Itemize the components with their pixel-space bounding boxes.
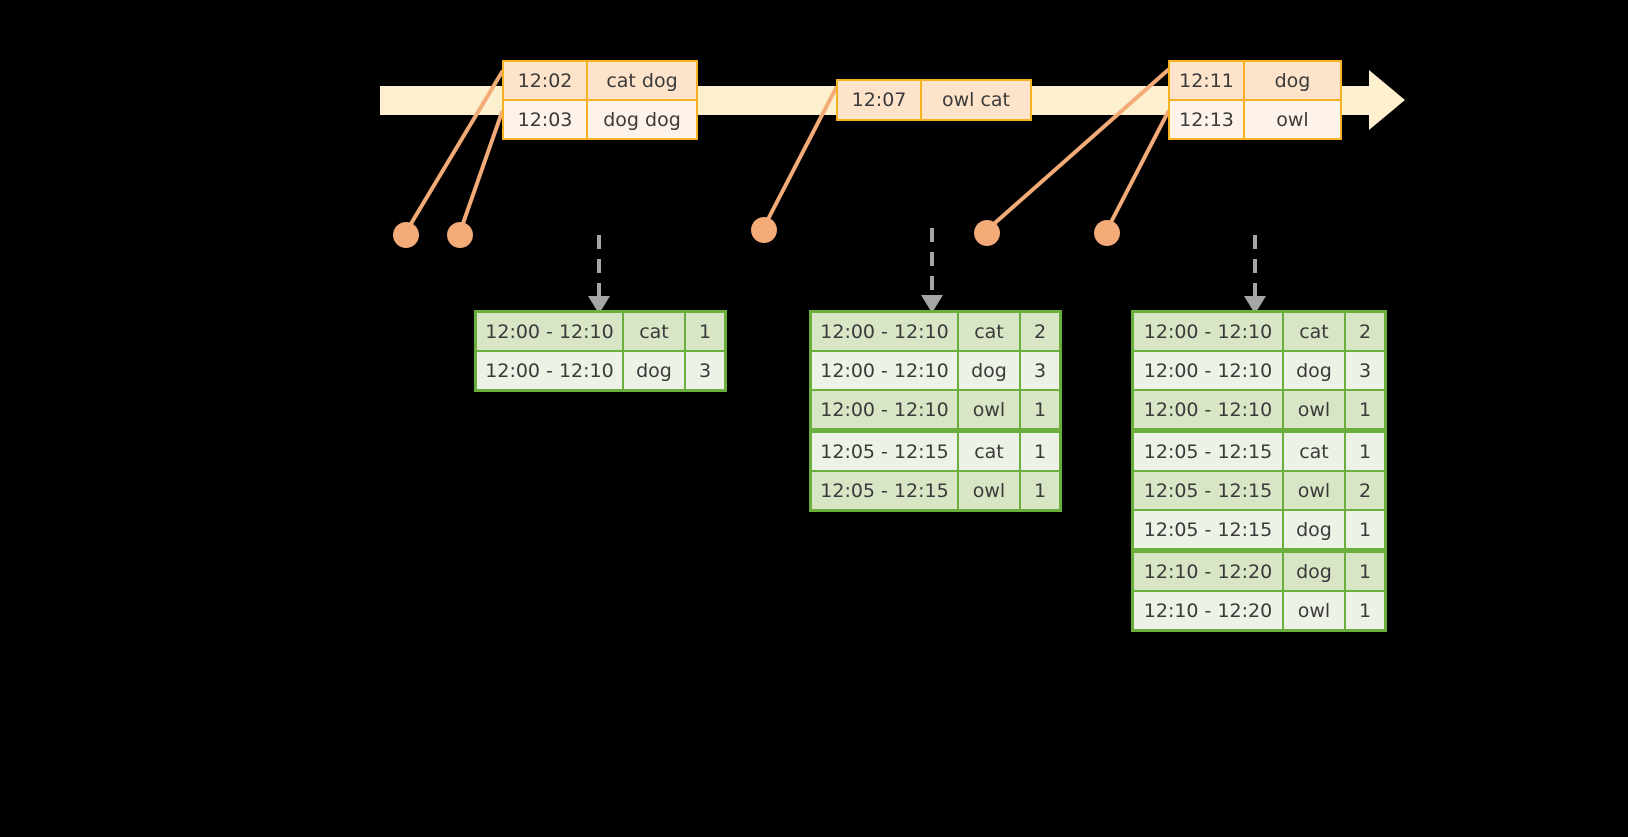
arrow-stem xyxy=(597,235,601,297)
cell-count: 1 xyxy=(1019,391,1059,428)
cell-window: 12:00 - 12:10 xyxy=(812,313,957,350)
cell-key: dog xyxy=(1282,553,1344,590)
timeline-event-box-3: 12:11 dog 12:13 owl xyxy=(1168,60,1342,140)
cell-key: cat xyxy=(622,313,684,350)
cell-window: 12:00 - 12:10 xyxy=(812,391,957,428)
timeline-arrowhead-icon xyxy=(1369,70,1405,130)
record-dot-4 xyxy=(974,220,1000,246)
emit-arrow-3 xyxy=(1244,235,1266,314)
cell-window: 12:00 - 12:10 xyxy=(1134,352,1282,389)
record-dot-5 xyxy=(1094,220,1120,246)
cell-window: 12:00 - 12:10 xyxy=(1134,391,1282,428)
cell-window: 12:10 - 12:20 xyxy=(1134,592,1282,629)
cell-count: 1 xyxy=(1344,592,1384,629)
cell-count: 1 xyxy=(1344,391,1384,428)
arrow-head-icon xyxy=(588,296,610,314)
cell-window: 12:00 - 12:10 xyxy=(477,313,622,350)
cell-count: 1 xyxy=(1019,472,1059,509)
timeline-event-row: 12:11 dog xyxy=(1170,62,1340,99)
cell-key: owl xyxy=(1282,592,1344,629)
event-value: owl xyxy=(1245,101,1340,138)
arrow-stem xyxy=(930,228,934,296)
arrow-head-icon xyxy=(1244,296,1266,314)
event-time: 12:03 xyxy=(504,101,588,138)
arrow-head-icon xyxy=(921,295,943,313)
event-time: 12:11 xyxy=(1170,62,1245,99)
cell-count: 3 xyxy=(684,352,724,389)
timeline-event-row: 12:03 dog dog xyxy=(504,99,696,138)
event-time: 12:07 xyxy=(838,81,922,119)
cell-count: 2 xyxy=(1344,472,1384,509)
cell-key: cat xyxy=(1282,313,1344,350)
cell-key: dog xyxy=(1282,352,1344,389)
cell-count: 1 xyxy=(1344,511,1384,548)
cell-count: 3 xyxy=(1344,352,1384,389)
cell-key: dog xyxy=(957,352,1019,389)
timeline-event-row: 12:13 owl xyxy=(1170,99,1340,138)
cell-window: 12:05 - 12:15 xyxy=(1134,433,1282,470)
cell-window: 12:10 - 12:20 xyxy=(1134,553,1282,590)
record-dot-2 xyxy=(447,222,473,248)
cell-window: 12:00 - 12:10 xyxy=(812,352,957,389)
cell-key: owl xyxy=(957,472,1019,509)
timeline-event-box-1: 12:02 cat dog 12:03 dog dog xyxy=(502,60,698,140)
timeline-event-box-2: 12:07 owl cat xyxy=(836,79,1032,121)
cell-window: 12:05 - 12:15 xyxy=(1134,511,1282,548)
emit-arrow-2 xyxy=(921,228,943,313)
event-value: owl cat xyxy=(922,81,1030,119)
cell-count: 1 xyxy=(1344,433,1384,470)
cell-key: dog xyxy=(622,352,684,389)
event-time: 12:02 xyxy=(504,62,588,99)
cell-count: 1 xyxy=(1344,553,1384,590)
record-dot-3 xyxy=(751,217,777,243)
event-value: cat dog xyxy=(588,62,696,99)
cell-window: 12:00 - 12:10 xyxy=(477,352,622,389)
event-value: dog dog xyxy=(588,101,696,138)
cell-count: 3 xyxy=(1019,352,1059,389)
cell-key: cat xyxy=(1282,433,1344,470)
emit-arrow-1 xyxy=(588,235,610,314)
arrow-stem xyxy=(1253,235,1257,297)
record-dot-1 xyxy=(393,222,419,248)
cell-window: 12:05 - 12:15 xyxy=(1134,472,1282,509)
cell-key: owl xyxy=(957,391,1019,428)
cell-key: owl xyxy=(1282,391,1344,428)
cell-count: 2 xyxy=(1344,313,1384,350)
cell-key: cat xyxy=(957,433,1019,470)
cell-count: 2 xyxy=(1019,313,1059,350)
cell-count: 1 xyxy=(684,313,724,350)
timeline-event-row: 12:07 owl cat xyxy=(838,81,1030,119)
cell-key: cat xyxy=(957,313,1019,350)
cell-window: 12:00 - 12:10 xyxy=(1134,313,1282,350)
cell-window: 12:05 - 12:15 xyxy=(812,472,957,509)
event-value: dog xyxy=(1245,62,1340,99)
cell-count: 1 xyxy=(1019,433,1059,470)
event-time: 12:13 xyxy=(1170,101,1245,138)
cell-key: owl xyxy=(1282,472,1344,509)
cell-window: 12:05 - 12:15 xyxy=(812,433,957,470)
cell-key: dog xyxy=(1282,511,1344,548)
timeline-event-row: 12:02 cat dog xyxy=(504,62,696,99)
